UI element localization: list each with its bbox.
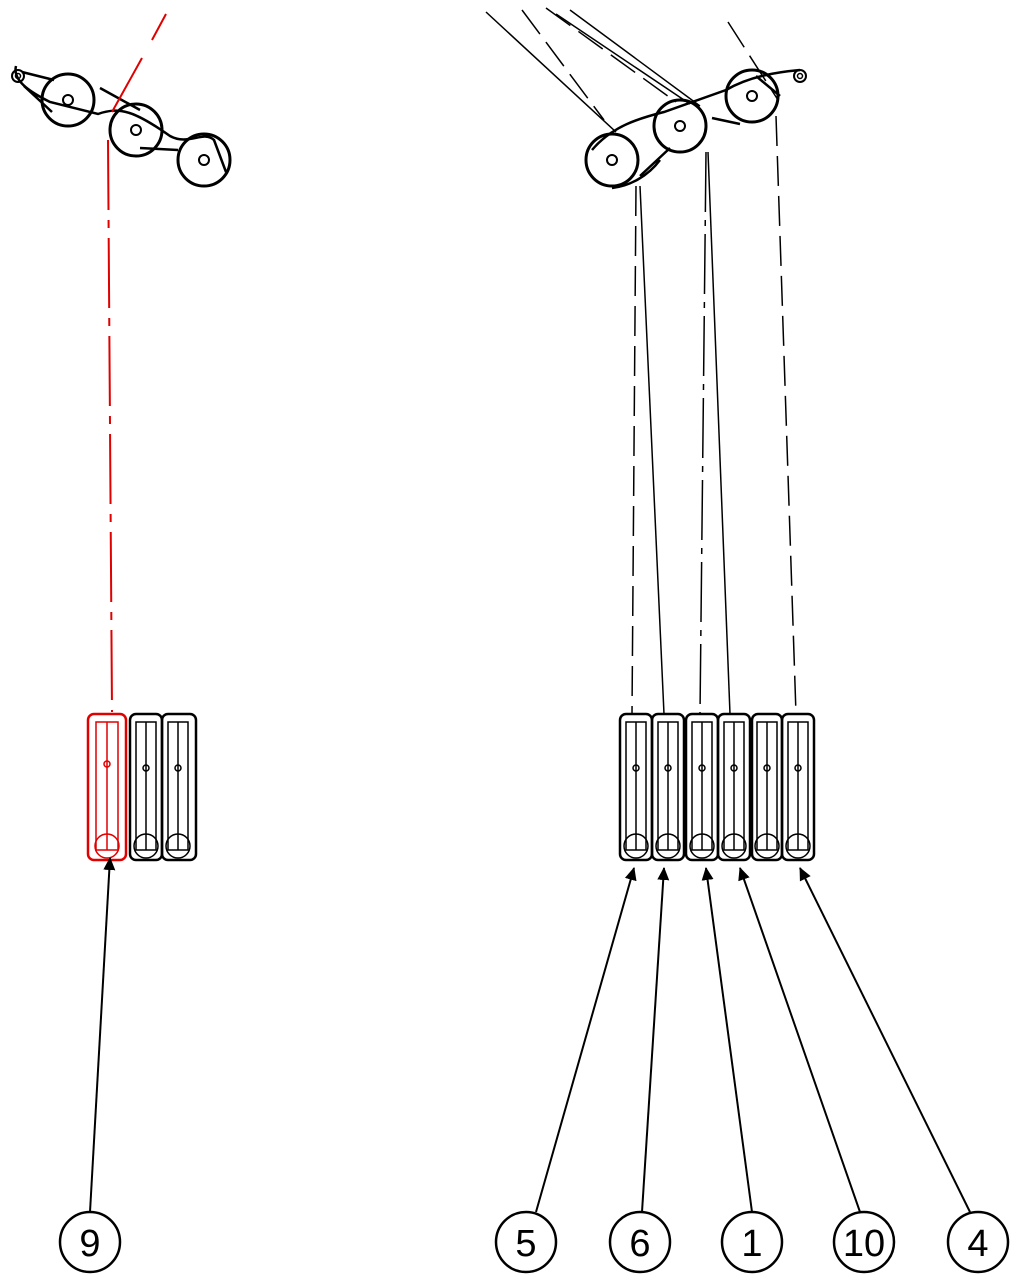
callout-1: 1 xyxy=(720,1210,784,1274)
leader-arrow-1 xyxy=(701,867,753,1213)
right-guide-bracket xyxy=(584,68,807,190)
callout-label-1: 1 xyxy=(741,1223,762,1265)
right-cartridges xyxy=(618,712,816,862)
right-thread-lines-vertical xyxy=(631,115,797,715)
left-cartridge-highlighted xyxy=(86,712,128,862)
right-cartridge-3 xyxy=(684,712,720,862)
callout-10: 10 xyxy=(832,1210,896,1274)
right-pulley-1 xyxy=(584,132,640,188)
callout-label-9: 9 xyxy=(79,1223,100,1265)
right-pulley-2 xyxy=(652,98,708,154)
left-guide-bracket xyxy=(11,65,232,188)
right-cartridge-6 xyxy=(780,712,816,862)
callout-label-6: 6 xyxy=(629,1223,650,1265)
right-pulley-3 xyxy=(724,68,780,124)
callout-label-5: 5 xyxy=(515,1223,536,1265)
left-pulley-3 xyxy=(176,132,232,188)
leader-arrows xyxy=(89,857,971,1213)
leader-arrow-4 xyxy=(799,867,971,1213)
callout-label-10: 10 xyxy=(843,1223,885,1265)
right-cartridge-2 xyxy=(650,712,686,862)
callout-label-4: 4 xyxy=(967,1223,988,1265)
right-cartridge-1 xyxy=(618,712,654,862)
leader-arrow-10 xyxy=(738,867,861,1213)
left-pulley-1 xyxy=(40,72,96,128)
left-pulley-2 xyxy=(108,102,164,158)
callout-6: 6 xyxy=(608,1210,672,1274)
callout-4: 4 xyxy=(946,1210,1010,1274)
callout-5: 5 xyxy=(494,1210,558,1274)
right-cartridge-4 xyxy=(716,712,752,862)
leader-arrow-5 xyxy=(535,867,637,1213)
red-thread-path xyxy=(107,13,167,713)
leader-arrow-6 xyxy=(641,867,670,1213)
leader-arrow-9 xyxy=(89,857,116,1213)
left-cartridge-2 xyxy=(128,712,164,862)
callout-9: 9 xyxy=(58,1210,122,1274)
right-cartridge-5 xyxy=(750,712,784,862)
right-thread-lines-top xyxy=(485,7,779,133)
left-cartridge-3 xyxy=(160,712,198,862)
